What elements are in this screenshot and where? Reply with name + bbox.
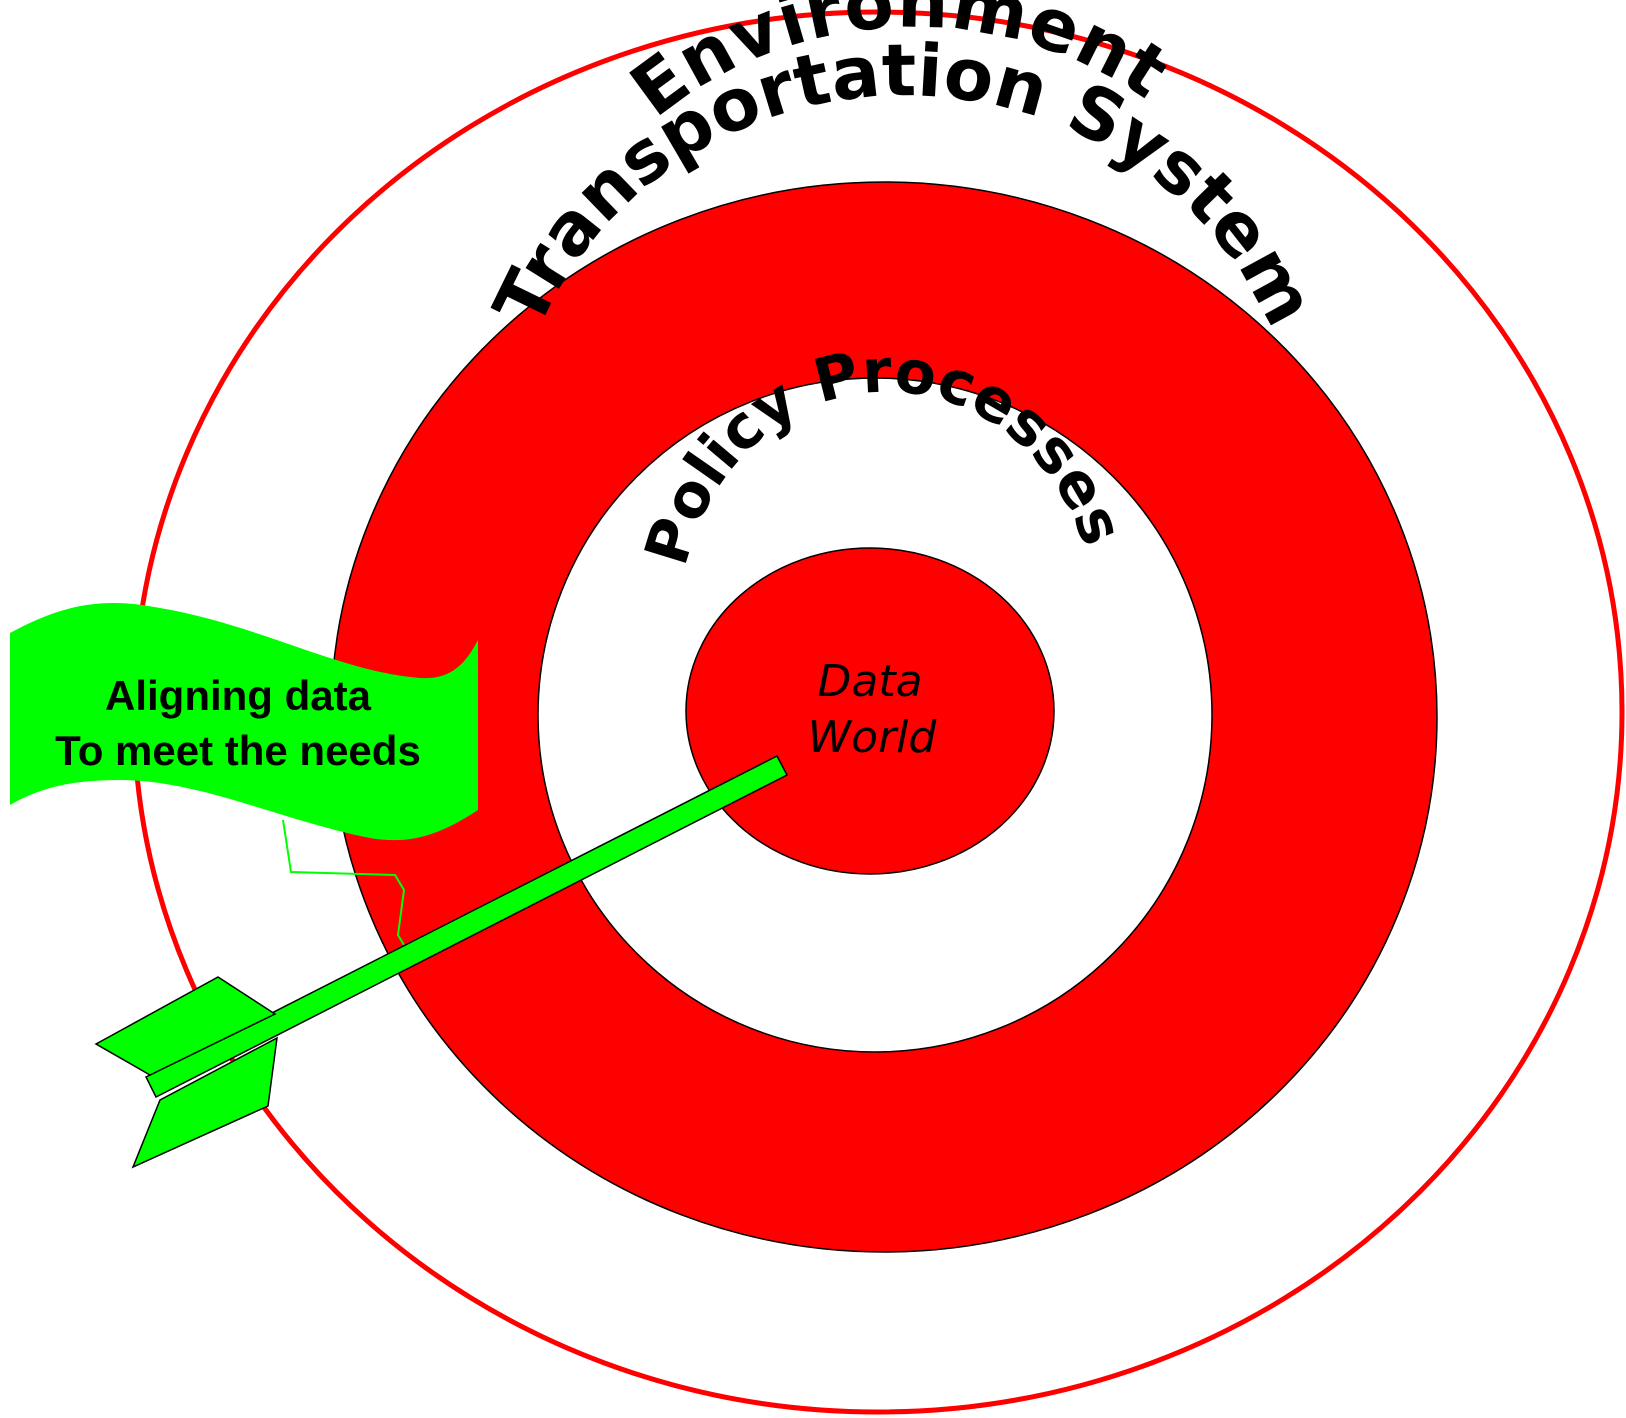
- arrow-fletching-lower: [131, 1036, 278, 1169]
- flag-text-line2: To meet the needs: [55, 727, 421, 774]
- data-world-label-line2: World: [808, 712, 938, 763]
- flag-text-line1: Aligning data: [105, 672, 372, 719]
- flag-banner: [10, 602, 478, 841]
- arrow-shaft: [144, 754, 789, 1099]
- data-world-label-line1: Data: [817, 656, 922, 707]
- data-world-center: [685, 547, 1055, 875]
- arrow-fletching-upper: [94, 976, 277, 1076]
- flag-string: [282, 819, 406, 946]
